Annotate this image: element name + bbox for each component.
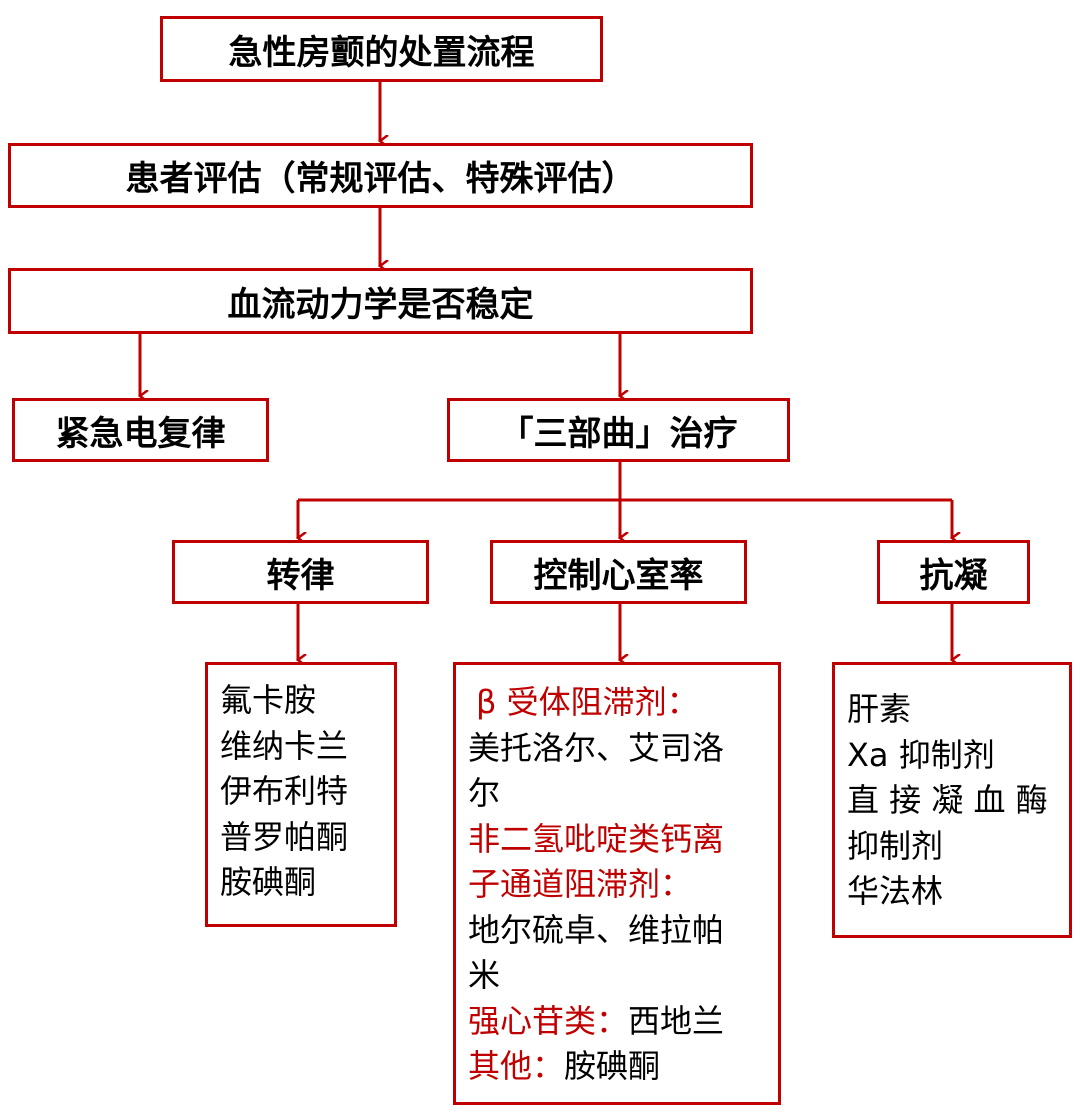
anticoag-drugs-box: 肝素 Xa 抑制剂 直 接 凝 血 酶 抑制剂 华法林 [832,662,1072,938]
cardioversion-box: 紧急电复律 [12,398,269,462]
rhythm-drugs-box: 氟卡胺 维纳卡兰 伊布利特 普罗帕酮 胺碘酮 [205,662,397,927]
rate-text: 控制心室率 [533,555,704,596]
drug-item: 胺碘酮 [220,863,317,901]
hemodynamics-box: 血流动力学是否稳定 [8,268,753,334]
drug-item: 氟卡胺 [220,681,317,719]
anticoag-text: 抗凝 [919,555,988,596]
drug-item: Xa 抑制剂 [847,735,995,774]
drug-item: 抑制剂 [847,826,944,865]
title-box: 急性房颤的处置流程 [160,16,603,82]
rhythm-text: 转律 [266,555,335,596]
three-step-box: 「三部曲」治疗 [447,398,790,462]
glycoside-label: 强心苷类： [468,1001,629,1040]
drug-item: 普罗帕酮 [220,817,349,856]
beta-blocker-drugs: 美托洛尔、艾司洛 [468,728,725,767]
other-label: 其他： [468,1047,565,1085]
rate-box: 控制心室率 [490,540,747,604]
cardioversion-text: 紧急电复律 [55,413,226,454]
drug-item: 华法林 [847,872,944,910]
hemodynamics-text: 血流动力学是否稳定 [227,284,534,325]
beta-blocker-label: β 受体阻滞剂： [476,683,699,721]
glycoside-drug: 西地兰 [628,1001,725,1040]
assessment-box: 患者评估（常规评估、特殊评估） [8,143,753,208]
rate-drugs-box: β 受体阻滞剂： 美托洛尔、艾司洛 尔 非二氢吡啶类钙离 子通道阻滞剂： 地尔硫… [453,662,781,1105]
rhythm-box: 转律 [172,540,429,604]
drug-item: 肝素 [847,690,912,728]
ccb-label-cont: 子通道阻滞剂： [468,865,693,903]
ccb-drugs-cont: 米 [468,956,501,994]
other-drug: 胺碘酮 [564,1047,661,1085]
drug-item: 维纳卡兰 [220,726,349,765]
title-text: 急性房颤的处置流程 [228,32,535,73]
anticoag-box: 抗凝 [877,540,1030,604]
ccb-label: 非二氢吡啶类钙离 [468,819,725,858]
ccb-drugs: 地尔硫卓、维拉帕 [468,910,725,949]
beta-blocker-drugs-cont: 尔 [468,774,501,812]
drug-item: 直 接 凝 血 酶 [847,781,1048,819]
three-step-text: 「三部曲」治疗 [499,413,738,454]
assessment-text: 患者评估（常规评估、特殊评估） [125,159,636,199]
drug-item: 伊布利特 [220,772,349,810]
